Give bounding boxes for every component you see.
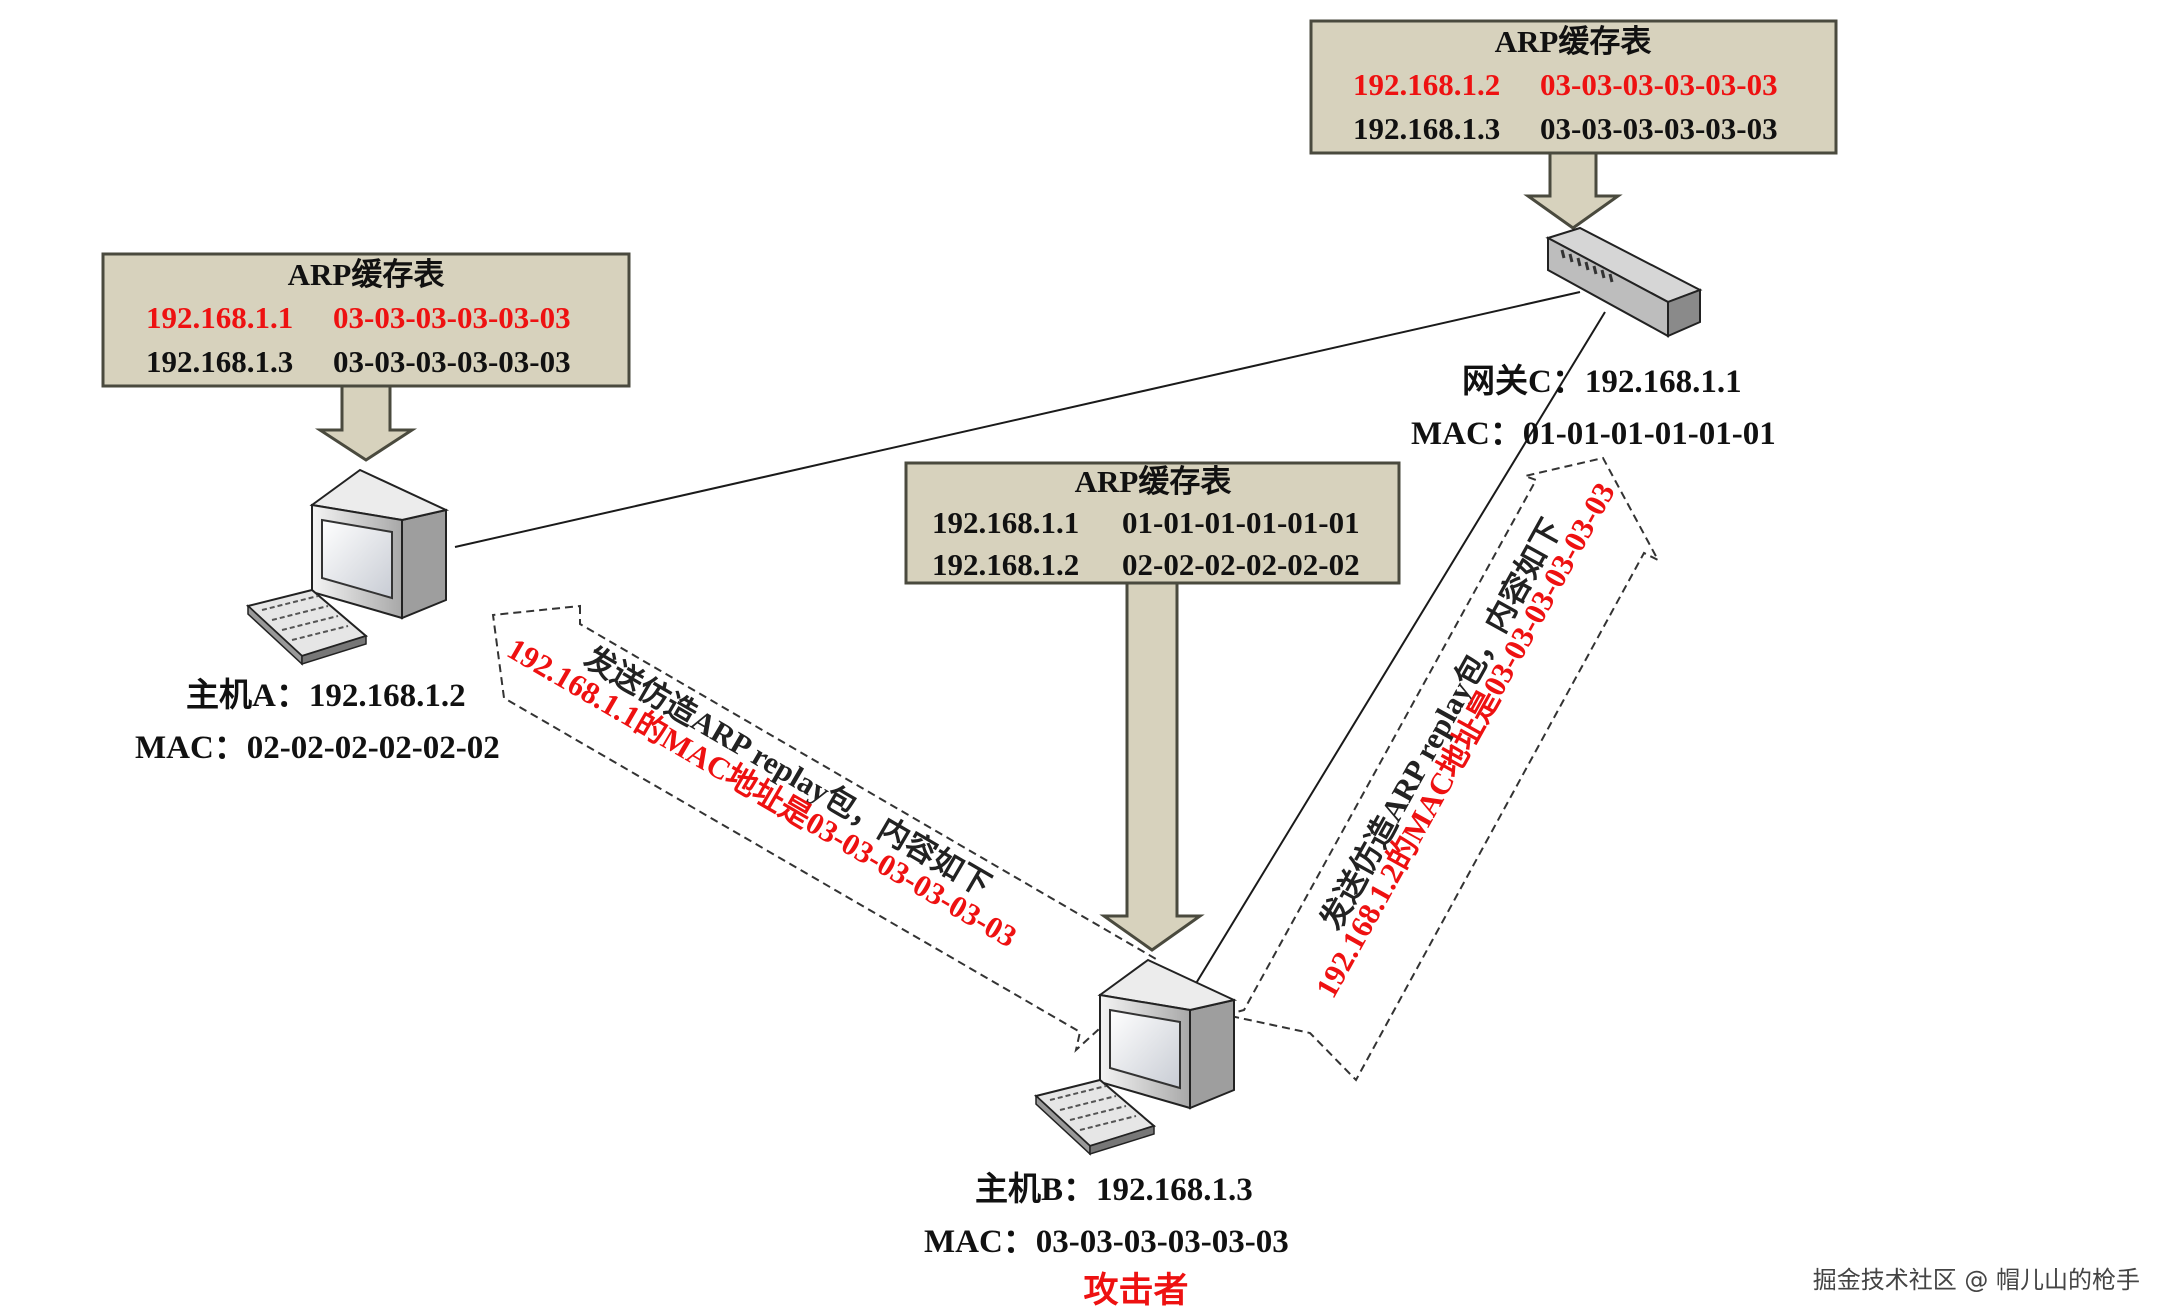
switch-side <box>1667 288 1701 338</box>
attacker-role-label: 攻击者 <box>1083 1271 1188 1310</box>
host-a-computer-icon <box>245 468 450 666</box>
spoof-text-line1: 发送仿造ARP replay包，内容如下 <box>578 639 997 903</box>
arp-cache-gateway: ARP缓存表 192.168.1.2 03-03-03-03-03-03 192… <box>1309 19 1838 230</box>
cache-pointer-arrow <box>314 384 418 462</box>
host-a-label: 主机A：192.168.1.2 MAC：02-02-02-02-02-02 <box>135 677 500 766</box>
switch-ports <box>1560 249 1614 283</box>
cache-row-mac: 03-03-03-03-03-03 <box>333 300 571 335</box>
monitor-case-side <box>401 508 447 620</box>
cache-row-ip: 192.168.1.1 <box>932 505 1079 540</box>
cache-table-box <box>904 461 1401 585</box>
cache-row-ip: 192.168.1.2 <box>1353 67 1500 102</box>
watermark: 掘金技术社区 @ 帽儿山的枪手 <box>1813 1266 2140 1294</box>
cache-row-ip: 192.168.1.3 <box>1353 111 1500 146</box>
cache-title: ARP缓存表 <box>288 257 445 292</box>
cache-title: ARP缓存表 <box>1075 464 1232 499</box>
gateway-ip-label: 网关C：192.168.1.1 <box>1462 363 1742 400</box>
gateway-mac-label: MAC：01-01-01-01-01-01 <box>1411 416 1776 452</box>
host-b-label: 主机B：192.168.1.3 MAC：03-03-03-03-03-03 攻击… <box>924 1171 1289 1310</box>
monitor-screen <box>1109 1008 1181 1090</box>
host-a-mac-label: MAC：02-02-02-02-02-02 <box>135 730 500 766</box>
host-b-computer-icon <box>1033 958 1238 1156</box>
cache-table-box <box>1309 19 1838 155</box>
cache-row-ip: 192.168.1.2 <box>932 547 1079 582</box>
link-host-a-gateway <box>454 291 1581 548</box>
cache-row-mac: 01-01-01-01-01-01 <box>1122 505 1360 540</box>
cache-row-mac: 03-03-03-03-03-03 <box>333 344 571 379</box>
network-links <box>454 291 1606 986</box>
gateway-label: 网关C：192.168.1.1 MAC：01-01-01-01-01-01 <box>1411 363 1776 452</box>
keyboard-edge <box>1089 1124 1155 1156</box>
dashed-arrow-shape <box>1225 456 1661 1082</box>
keyboard-keys <box>261 595 349 641</box>
monitor-case-side <box>1189 998 1235 1110</box>
cache-row-mac: 03-03-03-03-03-03 <box>1540 111 1778 146</box>
arp-cache-host-b: ARP缓存表 192.168.1.1 01-01-01-01-01-01 192… <box>904 461 1401 952</box>
dashed-arrow-shape <box>491 604 1157 1053</box>
cache-row-ip: 192.168.1.3 <box>146 344 293 379</box>
keyboard-keys <box>1049 1085 1137 1131</box>
host-b-ip-label: 主机B：192.168.1.3 <box>975 1171 1253 1208</box>
cache-pointer-arrow <box>1099 581 1205 952</box>
host-b-mac-label: MAC：03-03-03-03-03-03 <box>924 1224 1289 1260</box>
host-a-ip-label: 主机A：192.168.1.2 <box>186 677 466 714</box>
cache-pointer-arrow <box>1523 151 1623 230</box>
gateway-switch-icon <box>1545 226 1703 338</box>
arp-cache-host-a: ARP缓存表 192.168.1.1 03-03-03-03-03-03 192… <box>101 252 631 462</box>
cache-row-mac: 03-03-03-03-03-03 <box>1540 67 1778 102</box>
spoof-arrow-to-host-a: 发送仿造ARP replay包，内容如下 192.168.1.1的MAC地址是0… <box>491 604 1157 1053</box>
cache-row-ip: 192.168.1.1 <box>146 300 293 335</box>
cache-row-mac: 02-02-02-02-02-02 <box>1122 547 1360 582</box>
monitor-screen <box>321 518 393 600</box>
cache-title: ARP缓存表 <box>1495 24 1652 59</box>
keyboard-edge <box>301 634 367 666</box>
link-host-b-gateway <box>1194 311 1606 986</box>
spoof-text-line2: 192.168.1.1的MAC地址是03-03-03-03-03-03 <box>501 631 1022 954</box>
